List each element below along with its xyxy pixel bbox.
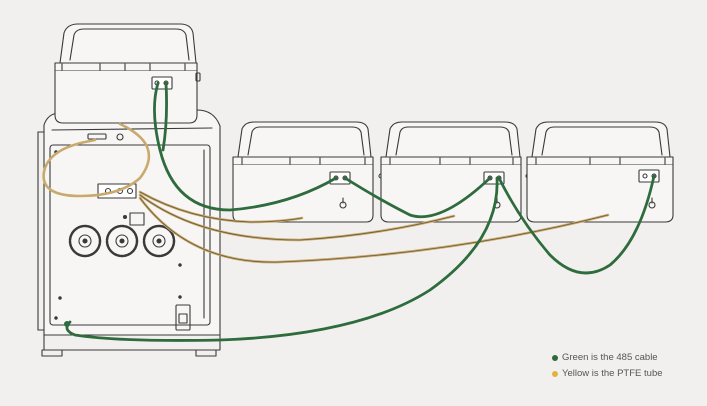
ptfe-tube-outlines [139, 191, 609, 263]
legend-label: Yellow is the PTFE tube [562, 368, 663, 379]
cable-485 [343, 176, 492, 219]
legend-label: Green is the 485 cable [562, 352, 658, 363]
cable-485 [153, 81, 338, 212]
fan-icon [68, 224, 102, 258]
printer [37, 109, 221, 357]
feeder-unit-2 [380, 121, 531, 223]
yellow-dot-icon [552, 371, 558, 377]
cable-485 [161, 81, 168, 152]
ptfe-tube [42, 122, 151, 198]
cable-485 [65, 176, 499, 342]
fan-icon [142, 224, 176, 258]
green-dot-icon [552, 355, 558, 361]
cable-485 [497, 174, 656, 275]
power-socket-icon [175, 304, 191, 331]
cable-connectors [64, 321, 70, 327]
legend: Green is the 485 cable Yellow is the PTF… [552, 350, 663, 382]
fan-icon [105, 224, 139, 258]
cables-485 [65, 81, 656, 342]
dryer-unit [54, 23, 201, 124]
legend-item-ptfe-tube: Yellow is the PTFE tube [552, 366, 663, 382]
legend-item-485-cable: Green is the 485 cable [552, 350, 663, 366]
feeder-unit-3 [526, 121, 674, 223]
